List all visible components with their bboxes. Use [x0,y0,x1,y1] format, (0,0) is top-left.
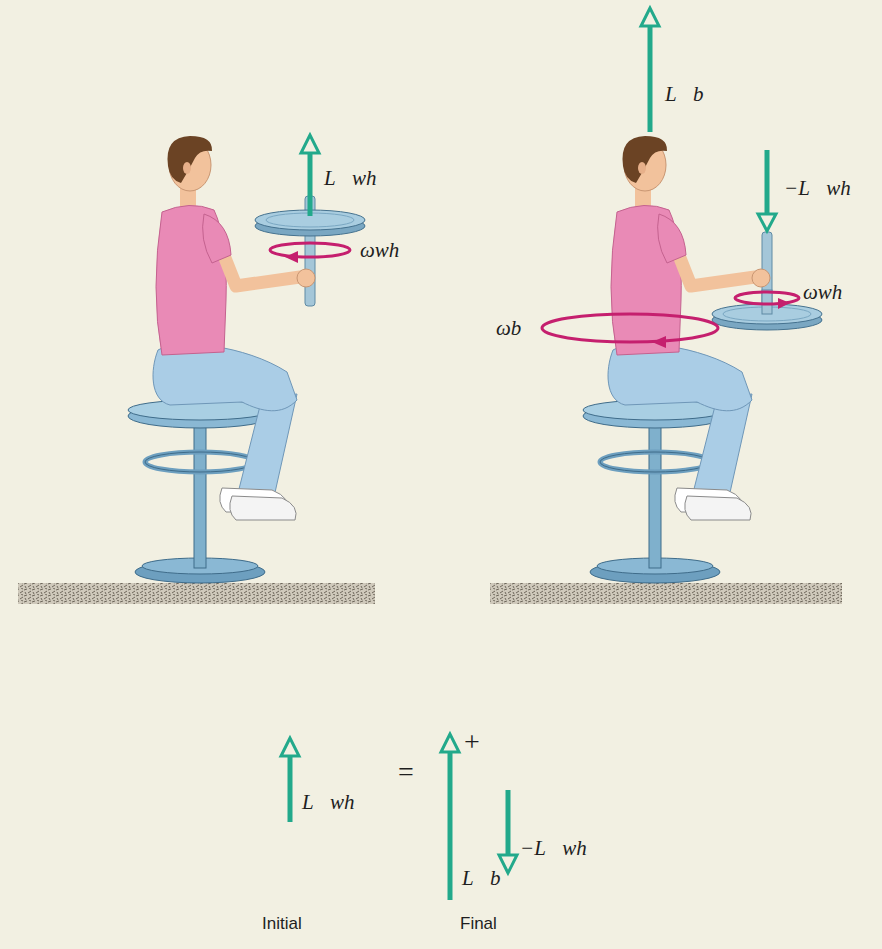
arrowhead [758,214,776,231]
axle [762,290,772,314]
floor [18,583,375,604]
vector-arrow [648,24,653,132]
rotation-arrow [270,243,350,257]
arrowhead [499,855,517,873]
angular-velocity-label: ωwh [360,238,399,262]
arrowhead [301,135,319,153]
vector-label: L⃗b [462,866,501,890]
vector-arrow [288,754,293,822]
rotation-arrow [542,314,718,342]
vector-label: L⃗b [665,82,704,106]
rotation-arrow [735,292,799,304]
angular-velocity-label: ωb [496,316,521,340]
plus-sign: + [464,726,480,758]
person-initial [128,136,300,583]
arrowhead [652,336,666,348]
angular-velocity-label: ωwh [803,280,842,304]
equals-sign: = [398,756,414,788]
vector-label: −L⃗wh [520,836,587,860]
person-final [583,136,755,583]
vector-arrow [308,150,313,216]
caption-label: Final [460,914,497,934]
vector-arrow [448,750,453,900]
caption-label: Initial [262,914,302,934]
vector-label: −L⃗wh [784,176,851,200]
vector-label: L⃗wh [324,166,377,190]
arrowhead [778,298,790,309]
arrowhead [441,734,459,752]
vector-label: L⃗wh [302,790,355,814]
vector-arrow [765,150,770,216]
arrowhead [285,251,298,263]
arrowhead [281,738,299,756]
floor [490,583,842,604]
arrowhead [641,8,659,26]
hand [297,269,315,287]
vector-arrow [506,790,511,857]
hand [752,269,770,287]
